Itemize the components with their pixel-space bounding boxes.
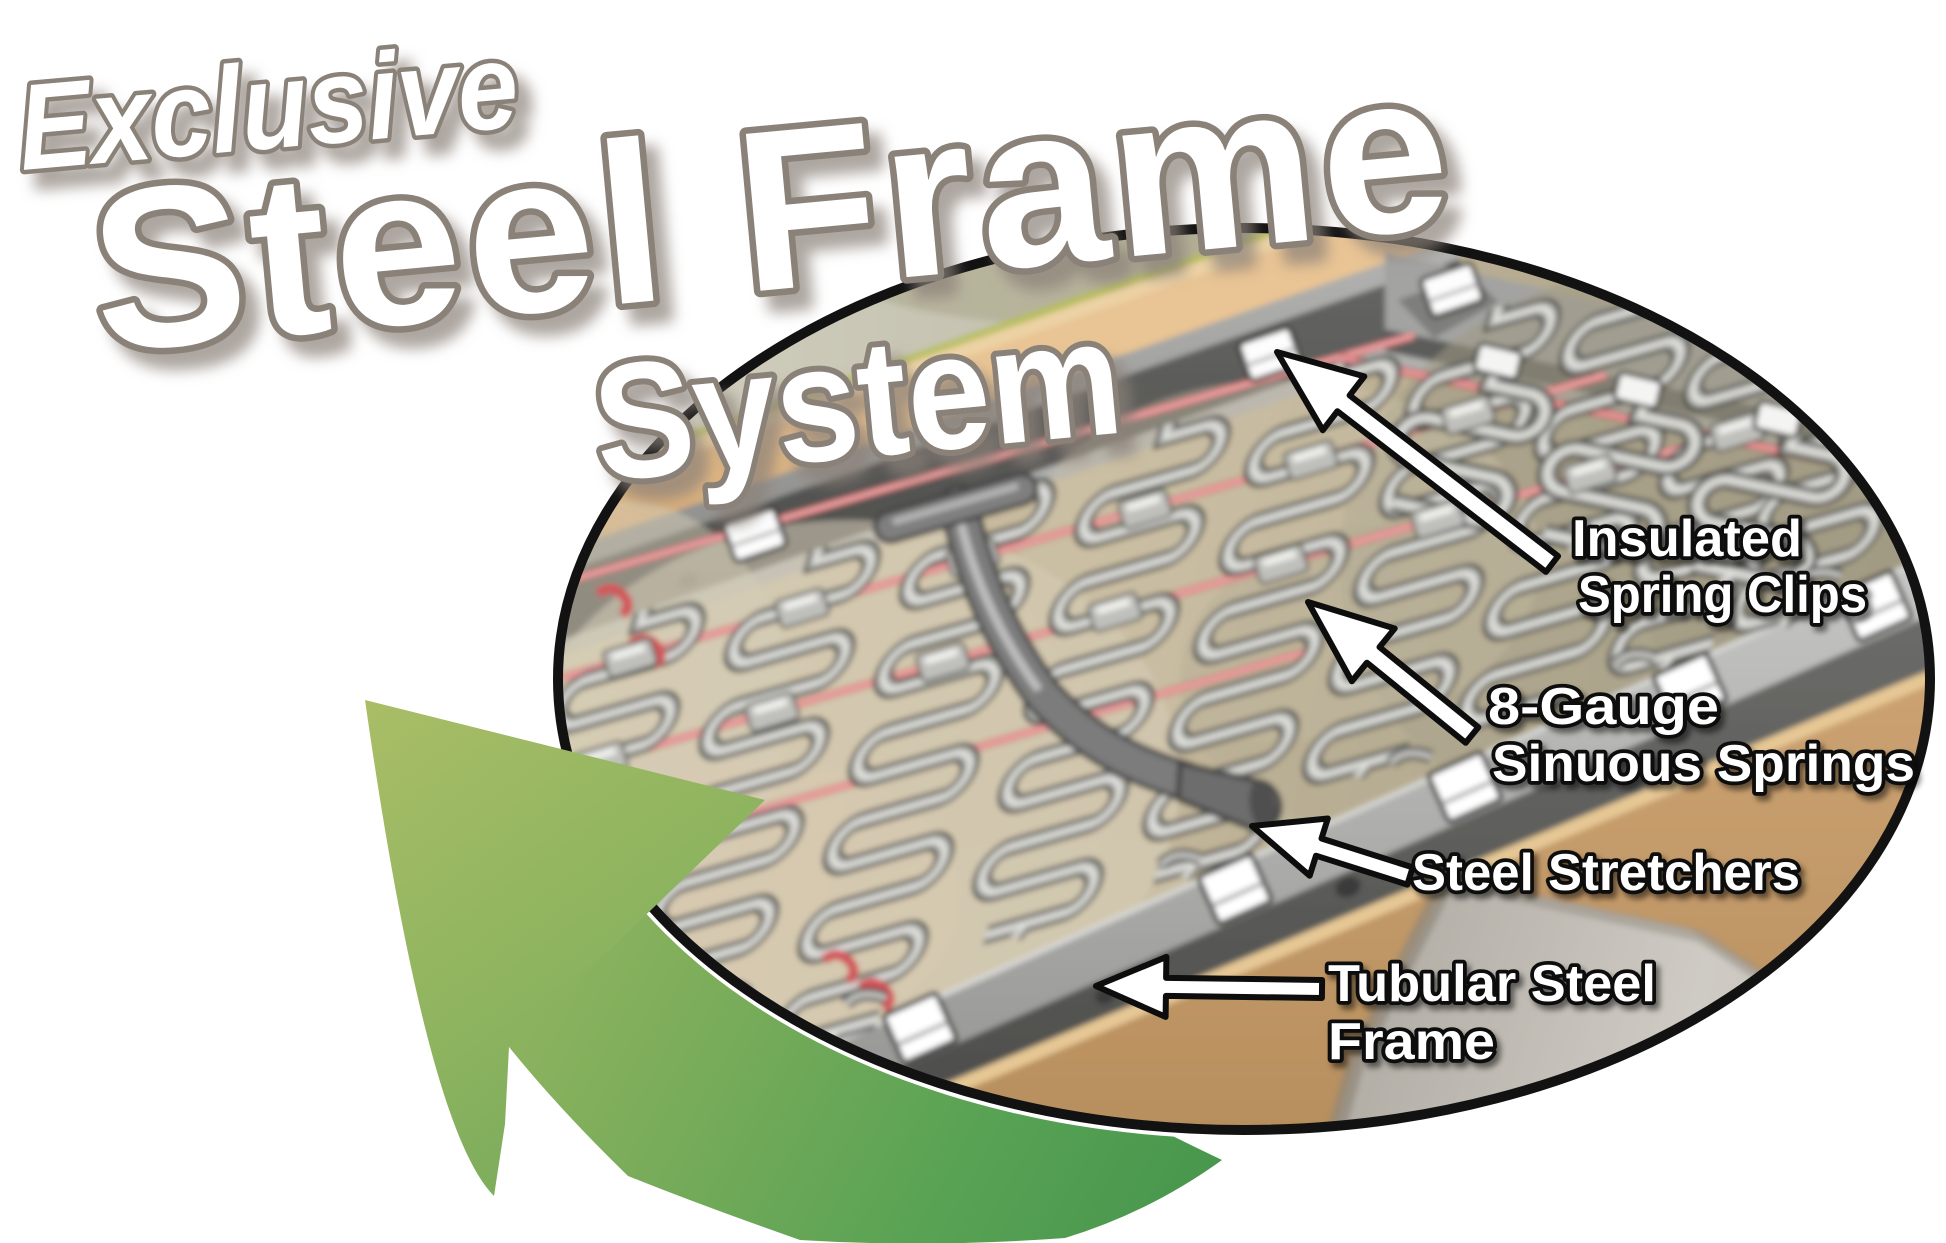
svg-text:Frame: Frame bbox=[1328, 1013, 1495, 1071]
svg-text:Spring Clips: Spring Clips bbox=[1578, 566, 1867, 624]
svg-text:Tubular Steel: Tubular Steel bbox=[1328, 955, 1656, 1013]
svg-text:Sinuous Springs: Sinuous Springs bbox=[1492, 735, 1915, 793]
svg-text:8-Gauge: 8-Gauge bbox=[1488, 678, 1719, 736]
svg-text:Steel Stretchers: Steel Stretchers bbox=[1412, 844, 1800, 902]
svg-text:Insulated: Insulated bbox=[1572, 510, 1802, 568]
